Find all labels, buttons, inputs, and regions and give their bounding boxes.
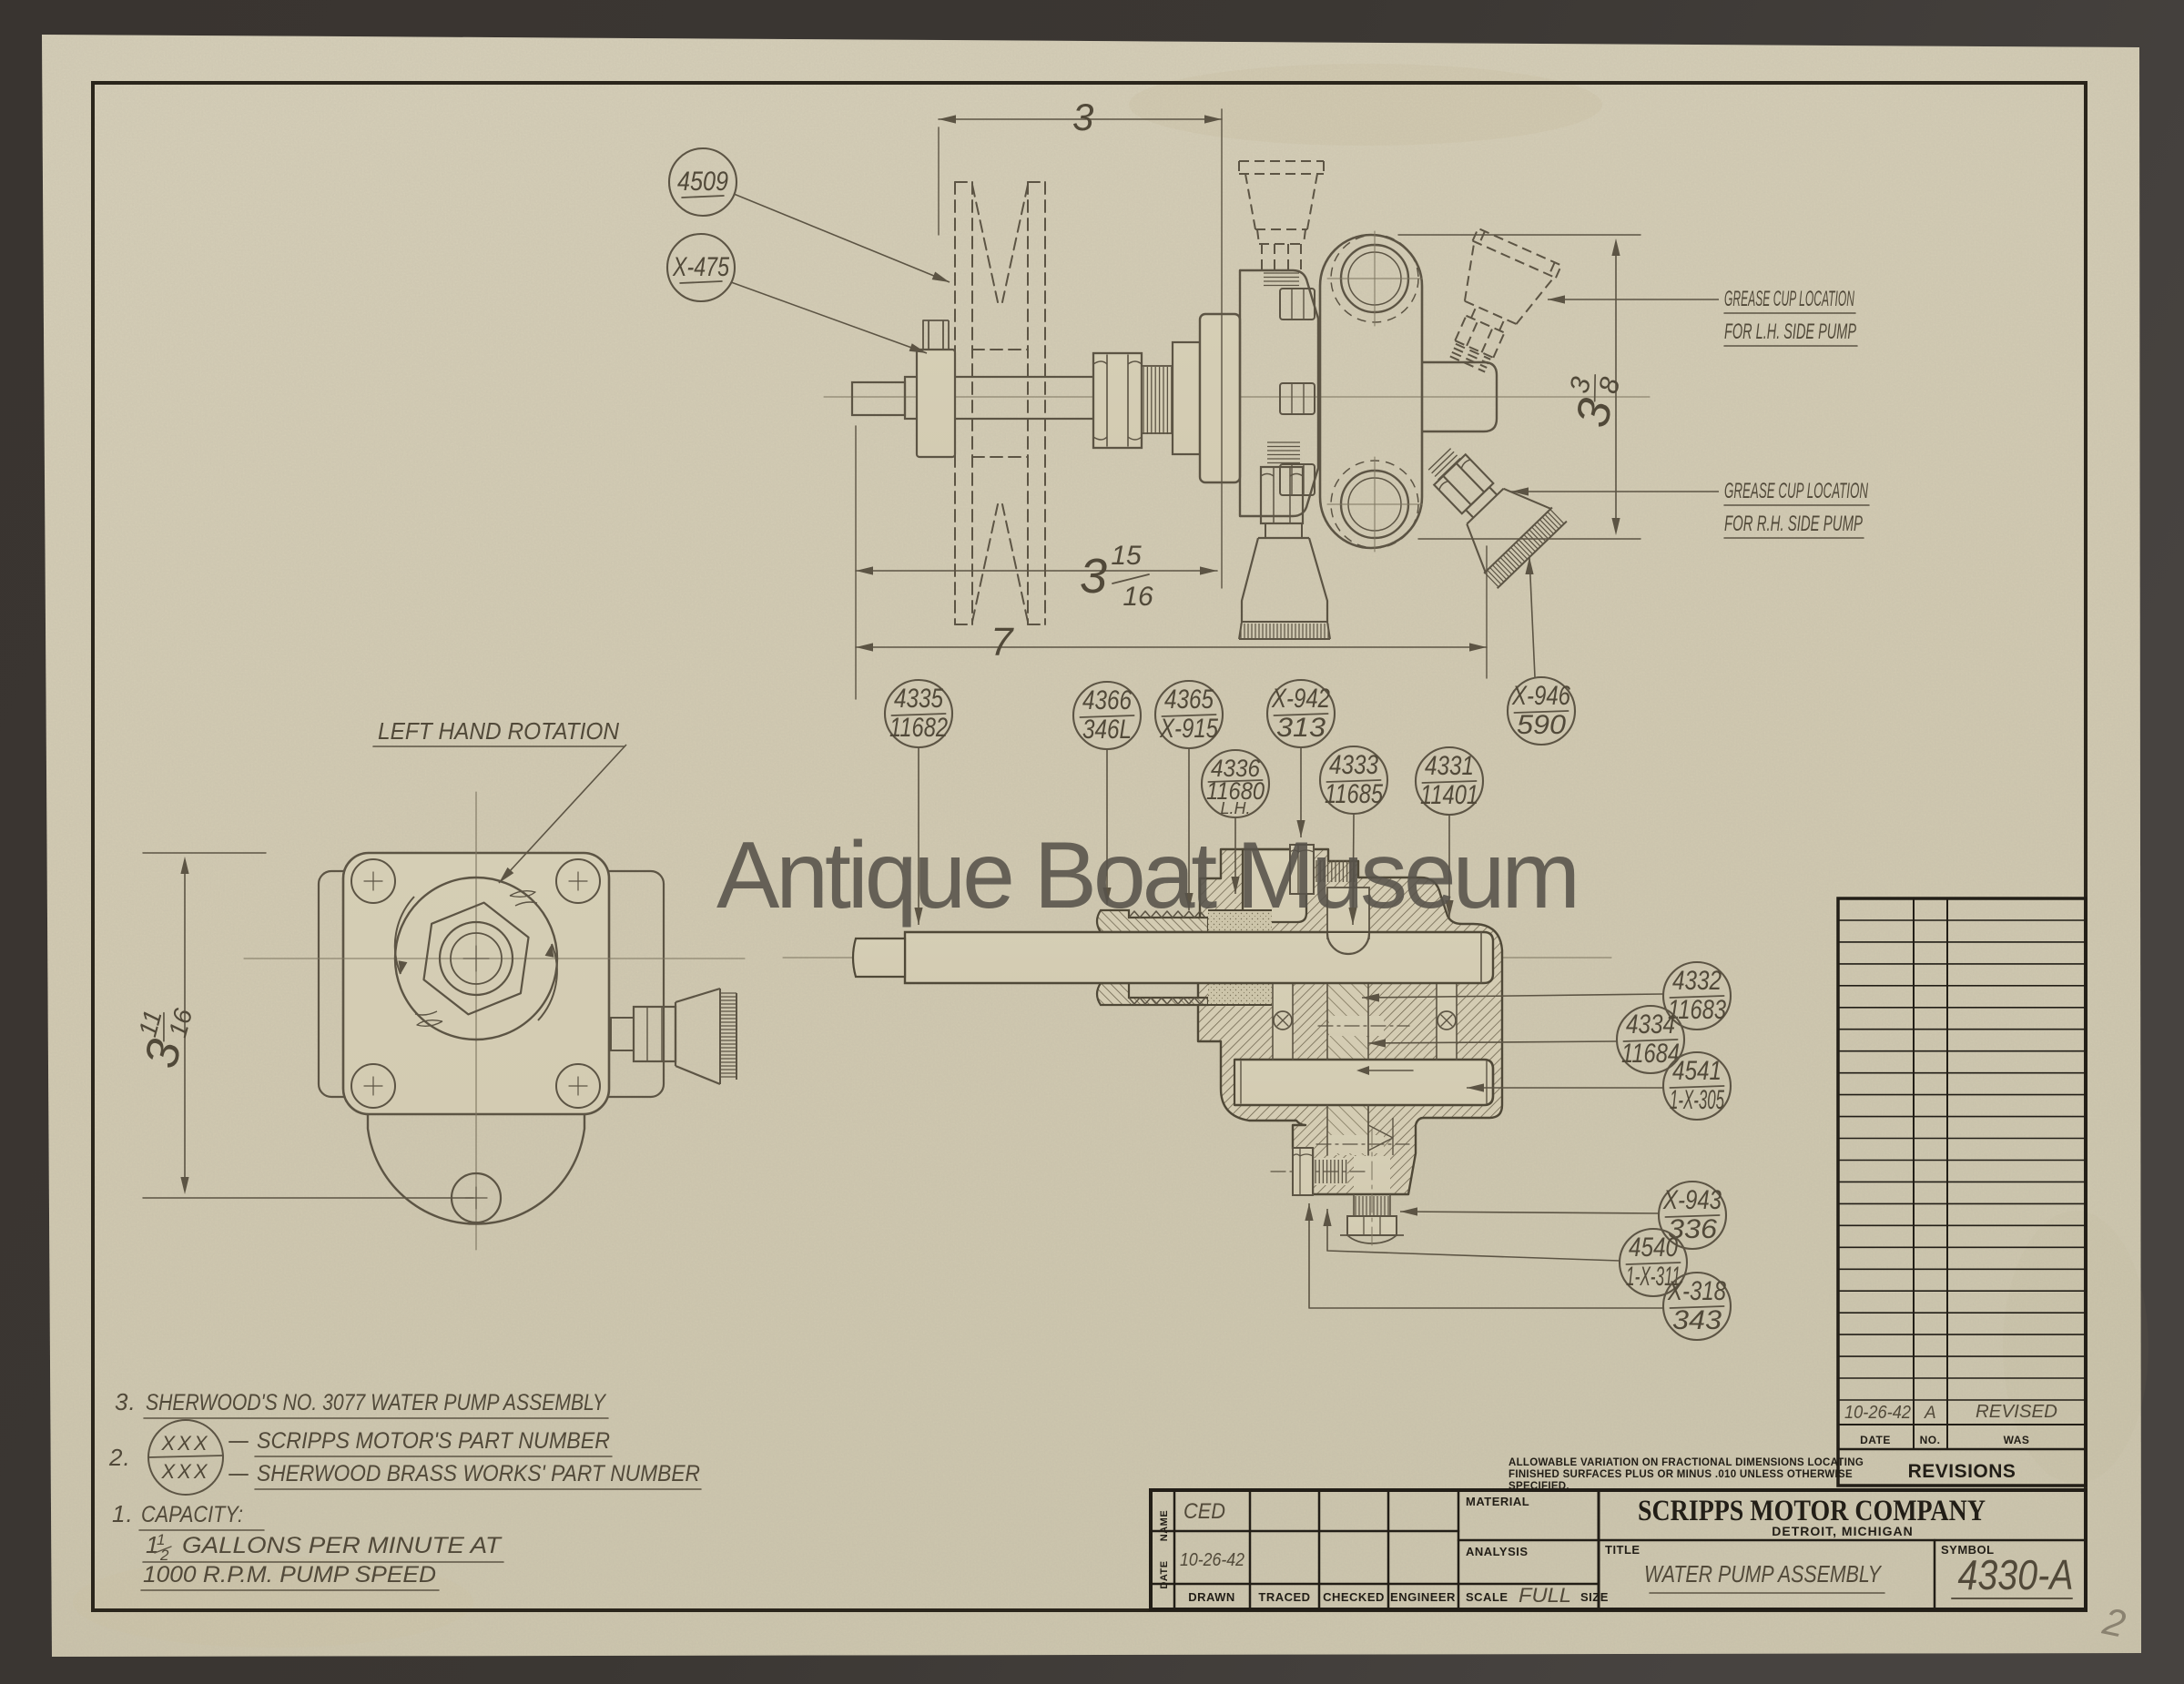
svg-text:10-26-42: 10-26-42 <box>1844 1403 1911 1423</box>
svg-text:X-943: X-943 <box>1662 1185 1722 1215</box>
svg-text:L.H.: L.H. <box>1220 799 1250 817</box>
svg-text:2: 2 <box>159 1547 169 1564</box>
svg-text:4334: 4334 <box>1626 1009 1675 1040</box>
svg-text:DETROIT, MICHIGAN: DETROIT, MICHIGAN <box>1772 1524 1913 1538</box>
svg-text:336: 336 <box>1668 1214 1717 1244</box>
svg-text:XXX: XXX <box>160 1460 209 1483</box>
svg-text:SHERWOOD BRASS WORKS' PART: SHERWOOD BRASS WORKS' PART NUMBER <box>257 1461 700 1486</box>
svg-text:4336: 4336 <box>1211 755 1261 782</box>
svg-text:WATER PUMP ASSEMBLY: WATER PUMP ASSEMBLY <box>1644 1560 1882 1588</box>
svg-text:4335: 4335 <box>894 684 943 714</box>
svg-text:11680: 11680 <box>1206 777 1265 805</box>
svg-text:FULL: FULL <box>1519 1584 1571 1607</box>
svg-text:1.: 1. <box>112 1500 134 1527</box>
svg-text:ANALYSIS: ANALYSIS <box>1466 1545 1529 1558</box>
svg-text:343: 343 <box>1672 1305 1722 1335</box>
svg-text:FOR L.H. SIDE PUMP: FOR L.H. SIDE PUMP <box>1724 320 1856 344</box>
svg-text:DATE: DATE <box>1860 1434 1891 1446</box>
svg-text:11683: 11683 <box>1668 995 1726 1025</box>
svg-text:SCRIPPS MOTOR'S PART NUMBER: SCRIPPS MOTOR'S PART NUMBER <box>257 1428 610 1454</box>
svg-text:590: 590 <box>1517 710 1566 740</box>
svg-text:4330-A: 4330-A <box>1958 1551 2074 1598</box>
svg-text:FINISHED SURFACES PLUS OR MINU: FINISHED SURFACES PLUS OR MINUS .010 UNL… <box>1508 1469 1853 1480</box>
svg-text:11401: 11401 <box>1420 780 1478 810</box>
svg-text:4333: 4333 <box>1329 750 1378 780</box>
svg-text:4365: 4365 <box>1164 685 1214 715</box>
svg-text:1-X-305: 1-X-305 <box>1670 1085 1724 1115</box>
svg-text:X-318: X-318 <box>1667 1276 1726 1306</box>
svg-text:15: 15 <box>1111 541 1142 571</box>
svg-text:11682: 11682 <box>889 713 948 743</box>
svg-text:16: 16 <box>1122 582 1153 612</box>
svg-text:4509: 4509 <box>677 167 728 197</box>
svg-text:ENGINEER: ENGINEER <box>1390 1590 1456 1604</box>
svg-text:NO.: NO. <box>1920 1434 1941 1446</box>
svg-text:4332: 4332 <box>1672 966 1722 996</box>
svg-text:4366: 4366 <box>1082 685 1132 715</box>
svg-text:LEFT HAND ROTATION: LEFT HAND ROTATION <box>378 717 619 745</box>
svg-text:1000 R.P.M. PUMP SPEED: 1000 R.P.M. PUMP SPEED <box>143 1562 436 1588</box>
svg-text:X-915: X-915 <box>1159 714 1218 744</box>
svg-text:3: 3 <box>1072 96 1093 138</box>
svg-text:REVISED: REVISED <box>1976 1402 2057 1422</box>
svg-text:SHERWOOD'S NO. 3077 WATER P: SHERWOOD'S NO. 3077 WATER PUMP ASSEMBLY <box>146 1390 607 1415</box>
svg-text:X-946: X-946 <box>1511 681 1570 711</box>
svg-text:X-475: X-475 <box>672 252 729 282</box>
svg-text:SCALE: SCALE <box>1466 1590 1508 1604</box>
svg-text:NAME: NAME <box>1159 1510 1170 1541</box>
svg-text:GALLONS PER MINUTE AT: GALLONS PER MINUTE AT <box>182 1533 503 1558</box>
svg-text:3: 3 <box>1080 549 1107 604</box>
svg-text:XXX: XXX <box>160 1432 209 1455</box>
svg-text:X-942: X-942 <box>1271 684 1330 714</box>
svg-text:11685: 11685 <box>1325 779 1383 809</box>
svg-text:1: 1 <box>146 1531 158 1558</box>
svg-text:11684: 11684 <box>1621 1039 1680 1069</box>
svg-text:GREASE CUP LOCATION: GREASE CUP LOCATION <box>1724 479 1868 503</box>
svg-text:1: 1 <box>157 1531 165 1548</box>
svg-text:MATERIAL: MATERIAL <box>1466 1495 1529 1508</box>
svg-text:A: A <box>1924 1404 1936 1423</box>
svg-text:Antique Boat Museum: Antique Boat Museum <box>716 823 1580 928</box>
svg-text:TITLE: TITLE <box>1605 1543 1641 1557</box>
svg-text:CAPACITY:: CAPACITY: <box>141 1502 243 1527</box>
svg-text:CHECKED: CHECKED <box>1323 1590 1385 1604</box>
svg-text:10-26-42: 10-26-42 <box>1180 1550 1244 1570</box>
svg-text:2.: 2. <box>108 1444 131 1471</box>
svg-text:SYMBOL: SYMBOL <box>1941 1543 1995 1557</box>
svg-text:ALLOWABLE VARIATION ON FRACTIO: ALLOWABLE VARIATION ON FRACTIONAL DIMENS… <box>1508 1457 1864 1468</box>
svg-text:CED: CED <box>1183 1499 1225 1524</box>
svg-text:GREASE CUP LOCATION: GREASE CUP LOCATION <box>1724 287 1854 311</box>
svg-text:3.: 3. <box>115 1388 137 1415</box>
svg-text:FOR R.H. SIDE PUMP: FOR R.H. SIDE PUMP <box>1724 512 1863 536</box>
svg-text:4540: 4540 <box>1629 1233 1678 1263</box>
svg-text:346L: 346L <box>1082 715 1132 745</box>
svg-text:DRAWN: DRAWN <box>1188 1590 1235 1604</box>
svg-text:SCRIPPS MOTOR COMPANY: SCRIPPS MOTOR COMPANY <box>1638 1495 1986 1527</box>
svg-text:4331: 4331 <box>1425 751 1474 781</box>
svg-text:1-X-311: 1-X-311 <box>1626 1262 1681 1292</box>
svg-text:7: 7 <box>990 620 1014 664</box>
svg-text:DATE: DATE <box>1159 1560 1170 1588</box>
svg-text:WAS: WAS <box>2004 1434 2030 1446</box>
svg-text:REVISIONS: REVISIONS <box>1908 1461 2016 1482</box>
svg-text:SIZE: SIZE <box>1580 1590 1609 1604</box>
svg-text:TRACED: TRACED <box>1258 1590 1310 1604</box>
svg-text:4541: 4541 <box>1672 1056 1722 1086</box>
svg-text:313: 313 <box>1276 713 1326 743</box>
